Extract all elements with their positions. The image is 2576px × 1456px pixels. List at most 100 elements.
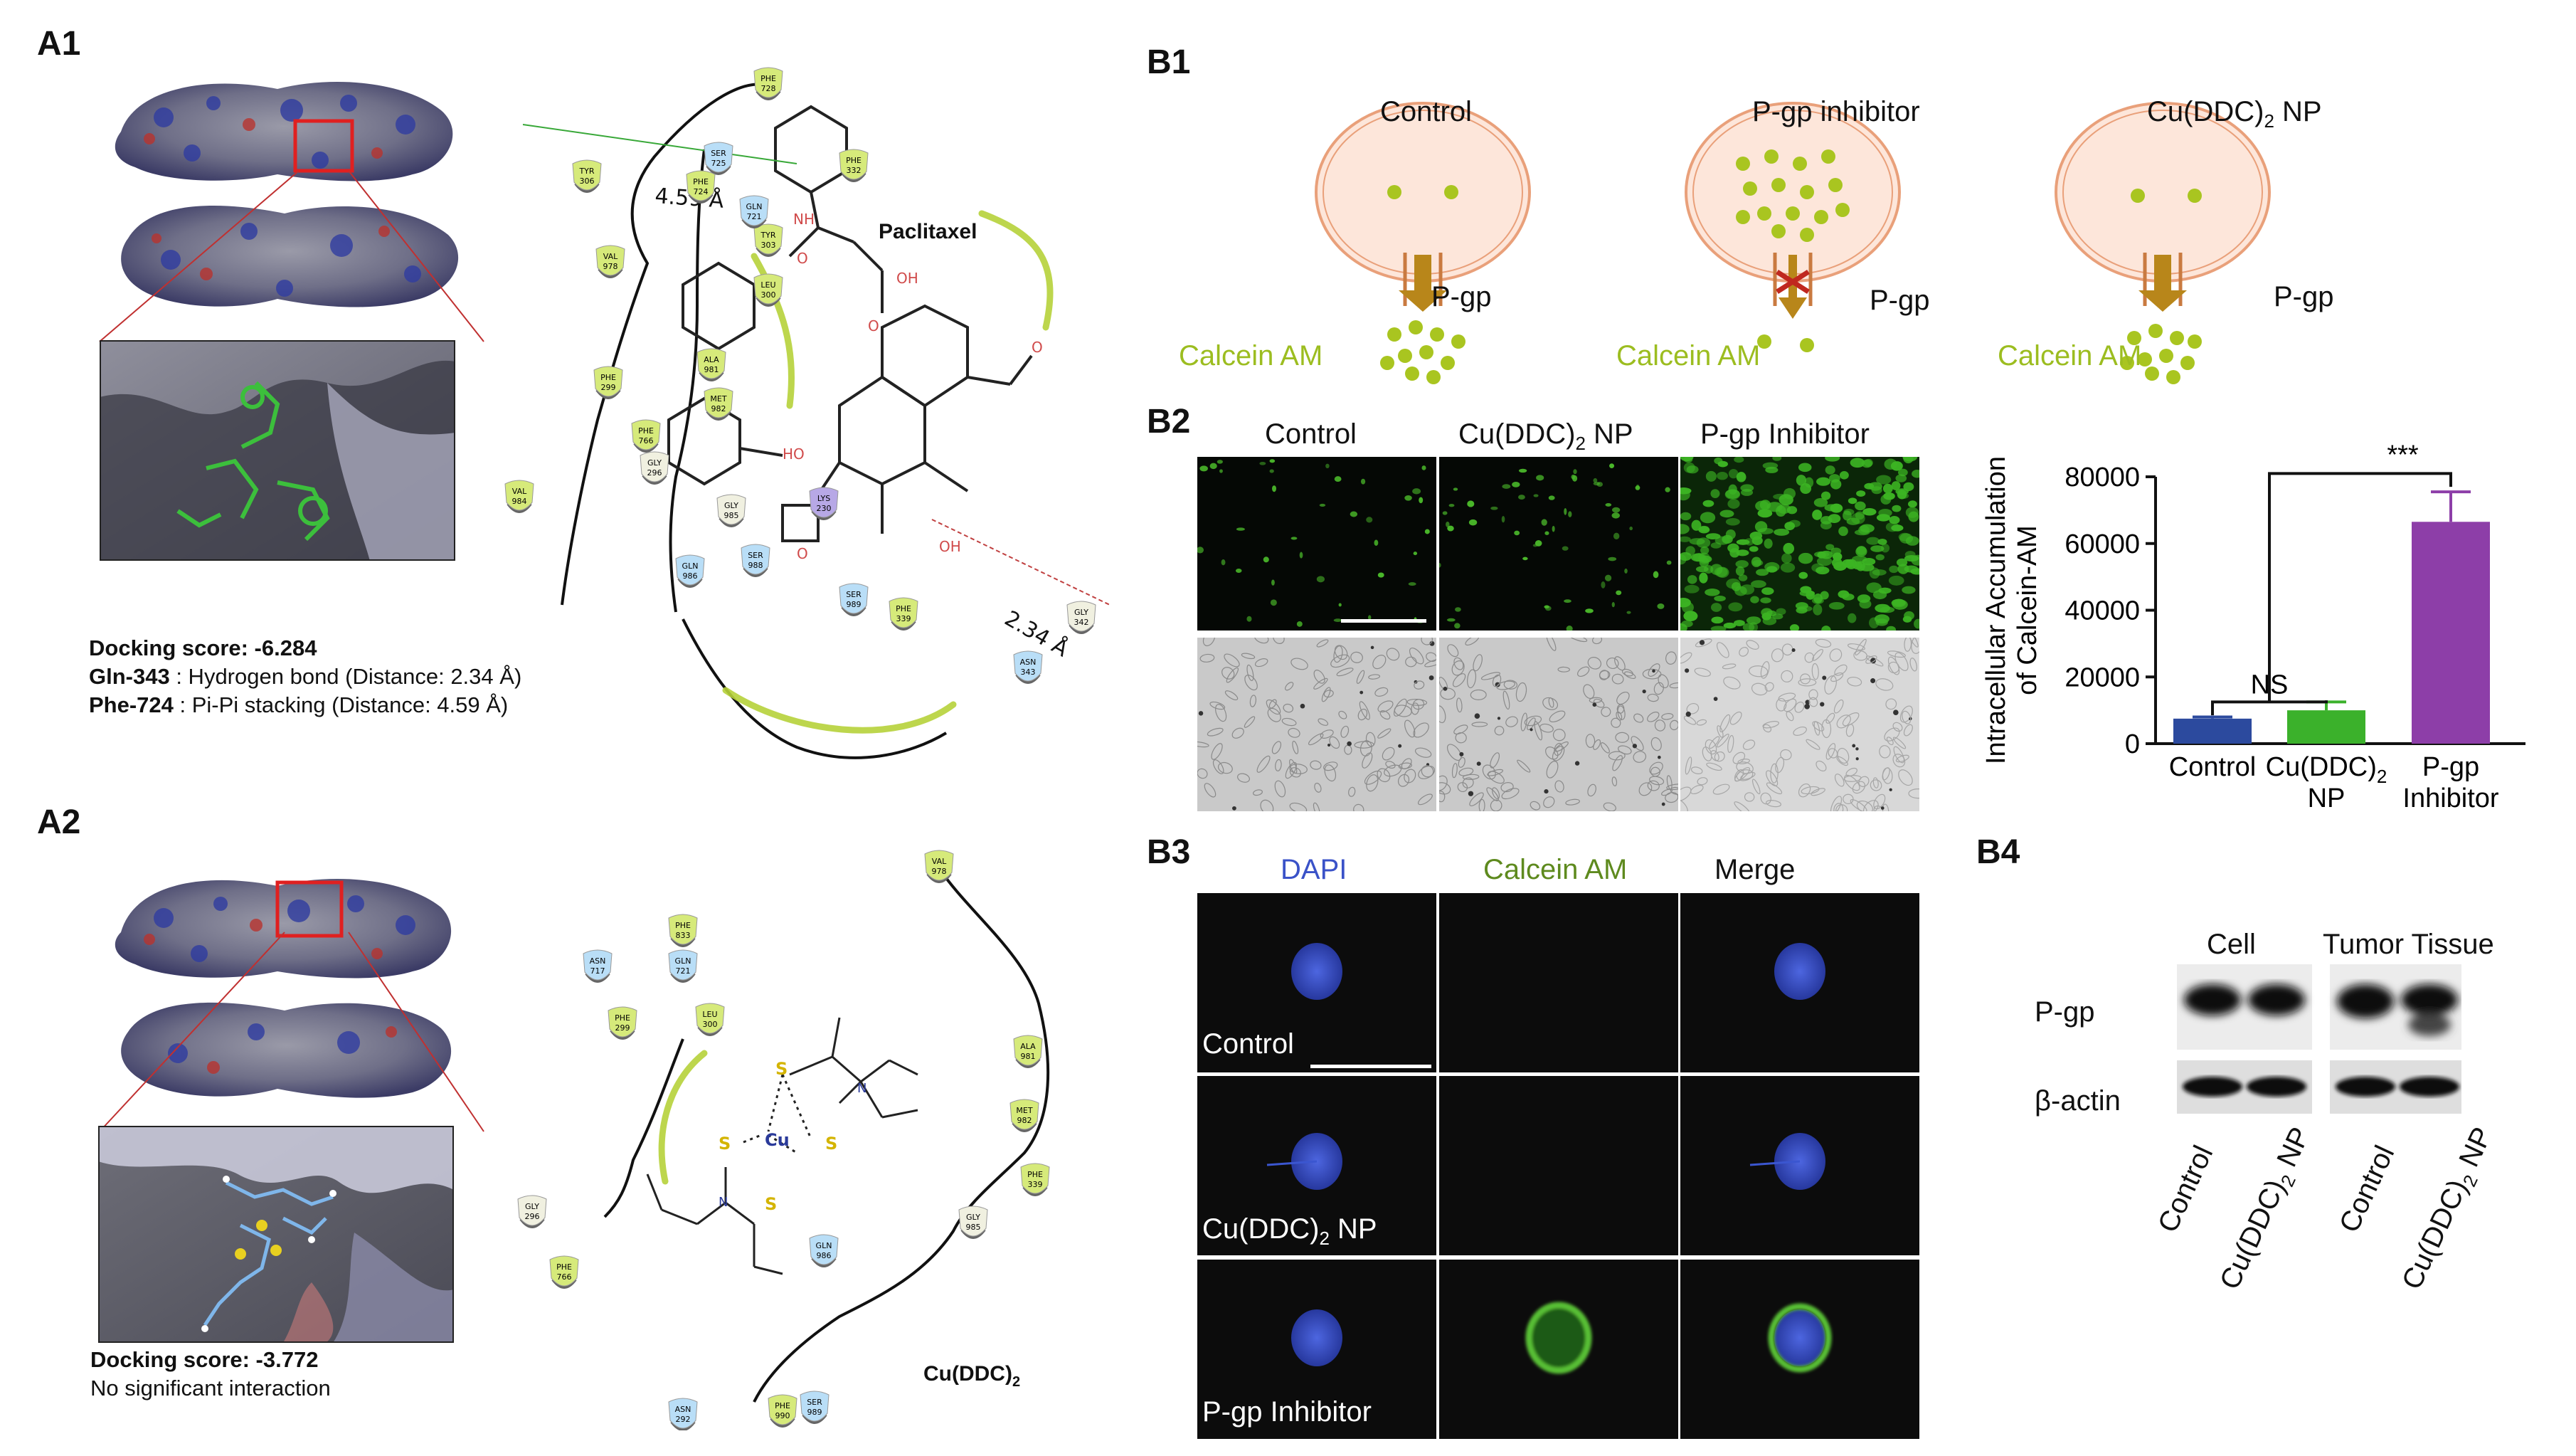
scale-bar-b2	[1341, 619, 1426, 623]
fluor-image-cudcc	[1439, 457, 1678, 631]
svg-text:O: O	[797, 250, 808, 267]
svg-text:986: 986	[817, 1251, 832, 1260]
svg-text:VAL: VAL	[932, 857, 947, 866]
confocal-image-r2-c3	[1680, 1076, 1919, 1255]
svg-text:TYR: TYR	[578, 167, 594, 176]
bar-1	[2287, 710, 2365, 744]
x-tick-label-2-1: Inhibitor	[2402, 784, 2499, 813]
svg-text:766: 766	[639, 436, 654, 445]
svg-text:O: O	[797, 545, 808, 562]
b4-group-cell: Cell	[2207, 929, 2256, 960]
svg-text:292: 292	[676, 1415, 691, 1424]
b1-cell-schematic-2	[1685, 102, 1901, 352]
docking-score-a1: Docking score: -6.284	[89, 635, 317, 660]
b3-row-pgp-inhibitor: P-gp Inhibitor	[1202, 1396, 1372, 1428]
svg-text:MET: MET	[1016, 1106, 1032, 1115]
svg-text:PHE: PHE	[693, 177, 709, 186]
x-tick-label-1-0: Cu(DDC)2	[2266, 752, 2387, 787]
b1-title-pgp-inhibitor: P-gp inhibitor	[1752, 96, 1920, 127]
svg-text:OH: OH	[896, 270, 918, 287]
b3-col-merge: Merge	[1714, 854, 1796, 885]
confocal-image-r1-c2	[1439, 893, 1678, 1072]
y-tick-label-3: 60000	[2064, 529, 2140, 559]
svg-text:PHE: PHE	[1027, 1170, 1043, 1179]
backbone-chains-a1	[561, 83, 948, 759]
svg-text:MET: MET	[710, 394, 726, 403]
interaction-line-2-a1: Phe-724 : Pi-Pi stacking (Distance: 4.59…	[89, 692, 508, 718]
svg-text:SER: SER	[711, 149, 726, 158]
svg-text:ALA: ALA	[1020, 1042, 1036, 1051]
svg-text:978: 978	[932, 867, 947, 876]
y-tick-label-2: 40000	[2064, 596, 2140, 626]
svg-text:299: 299	[615, 1023, 630, 1033]
x-tick-label-0-0: Control	[2169, 752, 2257, 782]
svg-text:TYR: TYR	[760, 231, 775, 240]
svg-text:982: 982	[1017, 1116, 1032, 1125]
b1-title-control: Control	[1380, 96, 1472, 127]
protein-surface-image-a2	[115, 879, 452, 1098]
svg-text:PHE: PHE	[615, 1013, 630, 1023]
x-tick-label-1-1: NP	[2308, 784, 2346, 813]
svg-text:PHE: PHE	[675, 921, 691, 930]
b3-row-control: Control	[1202, 1028, 1294, 1060]
b1-pgp-label-3: P-gp	[2274, 281, 2334, 312]
svg-text:342: 342	[1074, 618, 1089, 627]
fluor-image-control	[1197, 457, 1436, 631]
atom-s-3: S	[825, 1134, 837, 1154]
brightfield-image-pgp-inhibitor	[1680, 638, 1919, 811]
svg-text:O: O	[868, 317, 879, 334]
svg-text:NH: NH	[793, 211, 815, 228]
svg-text:981: 981	[704, 365, 719, 374]
svg-text:PHE: PHE	[775, 1401, 790, 1410]
interaction-text-a2: No significant interaction	[90, 1376, 331, 1400]
paclitaxel-structure	[667, 105, 1033, 542]
svg-text:721: 721	[747, 212, 762, 221]
b1-calcein-label-3: Calcein AM	[1998, 340, 2142, 371]
svg-text:985: 985	[966, 1223, 981, 1232]
y-tick-label-1: 20000	[2064, 663, 2140, 692]
svg-text:343: 343	[1021, 668, 1036, 677]
panel-label-b4: B4	[1976, 833, 2020, 871]
svg-text:833: 833	[676, 931, 691, 940]
svg-text:GLY: GLY	[966, 1213, 980, 1222]
b1-cell-schematic-3	[2055, 102, 2271, 384]
svg-text:982: 982	[711, 404, 726, 413]
b1-pgp-label-1: P-gp	[1431, 281, 1492, 312]
svg-text:300: 300	[761, 290, 776, 300]
b1-calcein-label-1: Calcein AM	[1179, 340, 1323, 371]
distance-line-2	[931, 519, 1111, 606]
svg-text:SER: SER	[846, 590, 862, 599]
svg-text:989: 989	[807, 1408, 822, 1417]
svg-text:981: 981	[1021, 1052, 1036, 1061]
b1-calcein-label-2: Calcein AM	[1616, 340, 1761, 371]
docking-pocket-image-a2	[98, 1126, 454, 1343]
svg-text:PHE: PHE	[638, 426, 654, 436]
b1-cell-schematic-1	[1315, 102, 1531, 384]
confocal-image-r1-c1	[1197, 893, 1436, 1072]
interaction-residue-phe724: Phe-724	[89, 692, 174, 717]
confocal-image-r2-c2	[1439, 1076, 1678, 1255]
brightfield-image-cudcc	[1439, 638, 1678, 811]
svg-text:LYS: LYS	[817, 494, 830, 503]
confocal-image-r3-c1	[1197, 1260, 1436, 1439]
confocal-image-r3-c3	[1680, 1260, 1919, 1439]
svg-text:LEU: LEU	[702, 1010, 717, 1019]
